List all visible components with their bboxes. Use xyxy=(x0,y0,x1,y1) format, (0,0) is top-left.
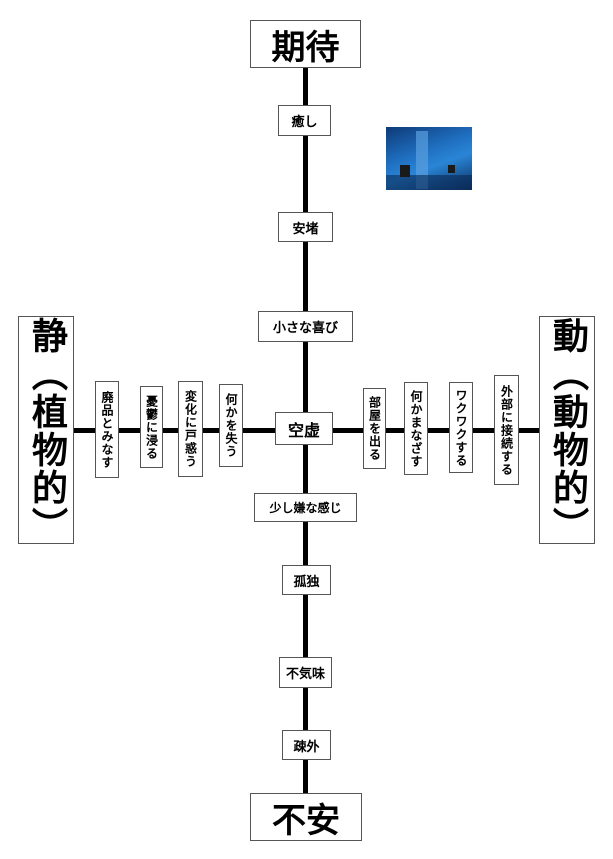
axis-top-label: 期待 xyxy=(250,20,361,68)
label-ushinau: 何かを失う xyxy=(219,384,243,467)
label-manazasu: 何かまなざす xyxy=(404,382,428,475)
label-sogai: 疎外 xyxy=(282,730,331,760)
label-kodoku: 孤独 xyxy=(282,565,331,595)
axis-right-label: 動（動物的） xyxy=(539,316,595,545)
label-chiisana-yorokobi: 小さな喜び xyxy=(258,311,353,342)
label-iyashi: 癒し xyxy=(278,105,331,136)
label-yuutsu: 憂鬱に浸る xyxy=(140,386,163,468)
label-setsuzoku: 外部に接続する xyxy=(494,375,519,485)
label-wakuwaku: ワクワクする xyxy=(449,382,473,473)
label-haihin: 廃品とみなす xyxy=(95,381,119,478)
blue-interior-photo xyxy=(386,127,472,190)
label-heya: 部屋を出る xyxy=(363,388,386,469)
label-ando: 安堵 xyxy=(278,212,333,242)
label-kuukyo: 空虚 xyxy=(275,412,333,445)
axis-bottom-label: 不安 xyxy=(250,793,362,841)
axis-left-label: 静（植物的） xyxy=(18,316,74,545)
label-henka: 変化に戸惑う xyxy=(178,381,203,477)
label-sukoshi-iya: 少し嫌な感じ xyxy=(254,493,357,522)
label-bukimi: 不気味 xyxy=(279,657,332,688)
